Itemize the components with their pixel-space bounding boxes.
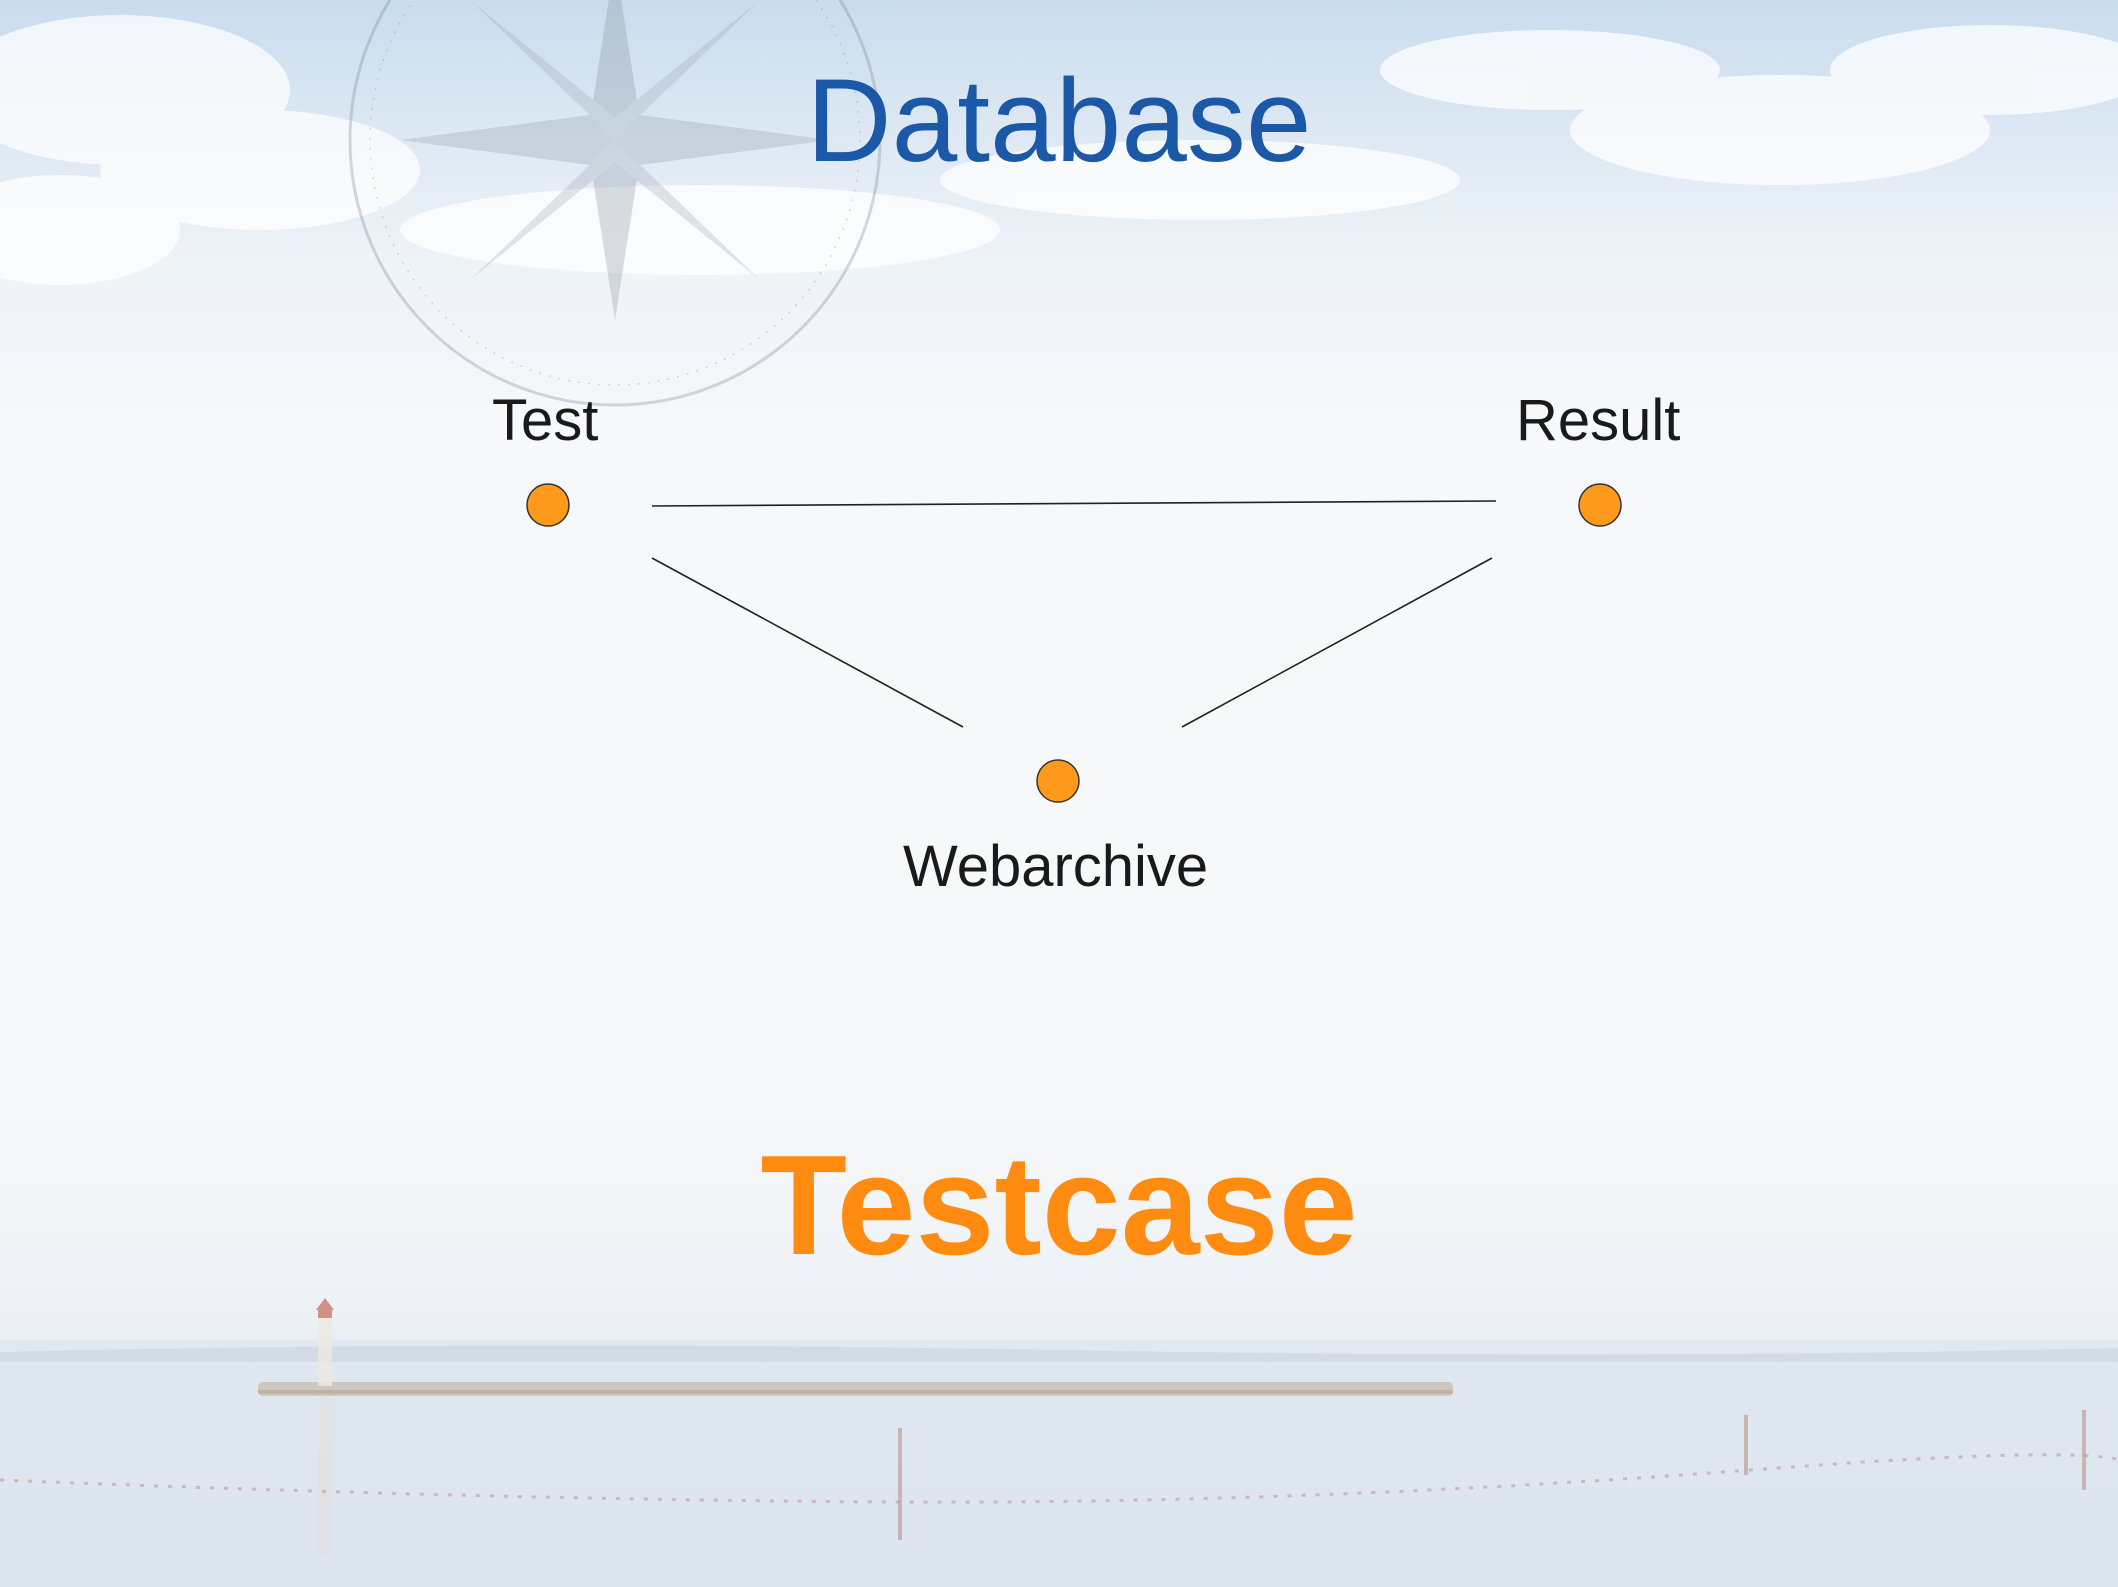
edge-result-webarchive [1181,557,1493,728]
clouds [0,15,2118,285]
node-label-result: Result [1516,388,1681,453]
node-result[interactable] [1578,483,1622,527]
node-label-test: Test [492,388,599,453]
edge-test-result [651,500,1497,507]
slide-title: Database [806,55,1312,187]
lighthouse-icon [316,1298,334,1556]
slide-subtitle: Testcase [760,1126,1358,1285]
edge-test-webarchive [651,557,964,728]
node-test[interactable] [526,483,570,527]
jetty [258,1382,1453,1396]
node-label-webarchive: Webarchive [903,834,1209,899]
compass-rose-icon [348,0,882,407]
node-webarchive[interactable] [1036,759,1080,803]
